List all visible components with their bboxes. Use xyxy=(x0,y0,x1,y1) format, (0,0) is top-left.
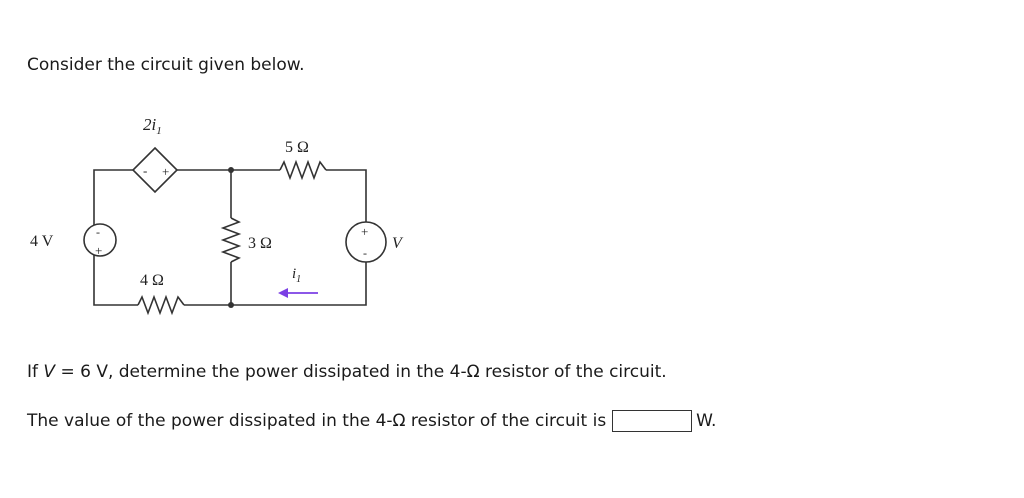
question-text: If V = 6 V, determine the power dissipat… xyxy=(27,362,667,382)
answer-line: The value of the power dissipated in the… xyxy=(27,410,716,432)
resistor-4-label: 4 Ω xyxy=(140,272,164,289)
node-top xyxy=(228,167,234,173)
intro-text: Consider the circuit given below. xyxy=(27,55,305,75)
answer-input[interactable] xyxy=(612,410,693,432)
voltage-source-v-icon: + - xyxy=(345,221,387,263)
dep-source-label: 2i1 xyxy=(143,115,162,137)
source-4v-minus: - xyxy=(96,225,100,239)
current-arrow-icon xyxy=(278,288,318,298)
voltage-source-4v-icon: - + xyxy=(83,223,117,258)
resistor-4-icon xyxy=(137,294,185,316)
resistor-3-label: 3 Ω xyxy=(248,235,272,252)
resistor-5-label: 5 Ω xyxy=(285,139,309,156)
answer-prompt: The value of the power dissipated in the… xyxy=(27,411,607,431)
dep-source-minus: - xyxy=(143,163,147,178)
source-v-label: V xyxy=(392,235,404,252)
resistor-5-icon xyxy=(279,159,327,181)
answer-unit: W. xyxy=(696,411,717,431)
current-label: i1 xyxy=(292,266,301,285)
source-v-minus: - xyxy=(363,246,367,260)
dep-source-plus: + xyxy=(162,164,169,179)
source-4v-label: 4 V xyxy=(30,233,54,250)
dependent-source-icon: - + xyxy=(131,146,179,194)
source-4v-plus: + xyxy=(95,243,102,258)
resistor-3-icon xyxy=(220,217,242,263)
node-bottom xyxy=(228,302,234,308)
circuit-wires xyxy=(93,169,367,306)
source-v-plus: + xyxy=(361,224,368,239)
